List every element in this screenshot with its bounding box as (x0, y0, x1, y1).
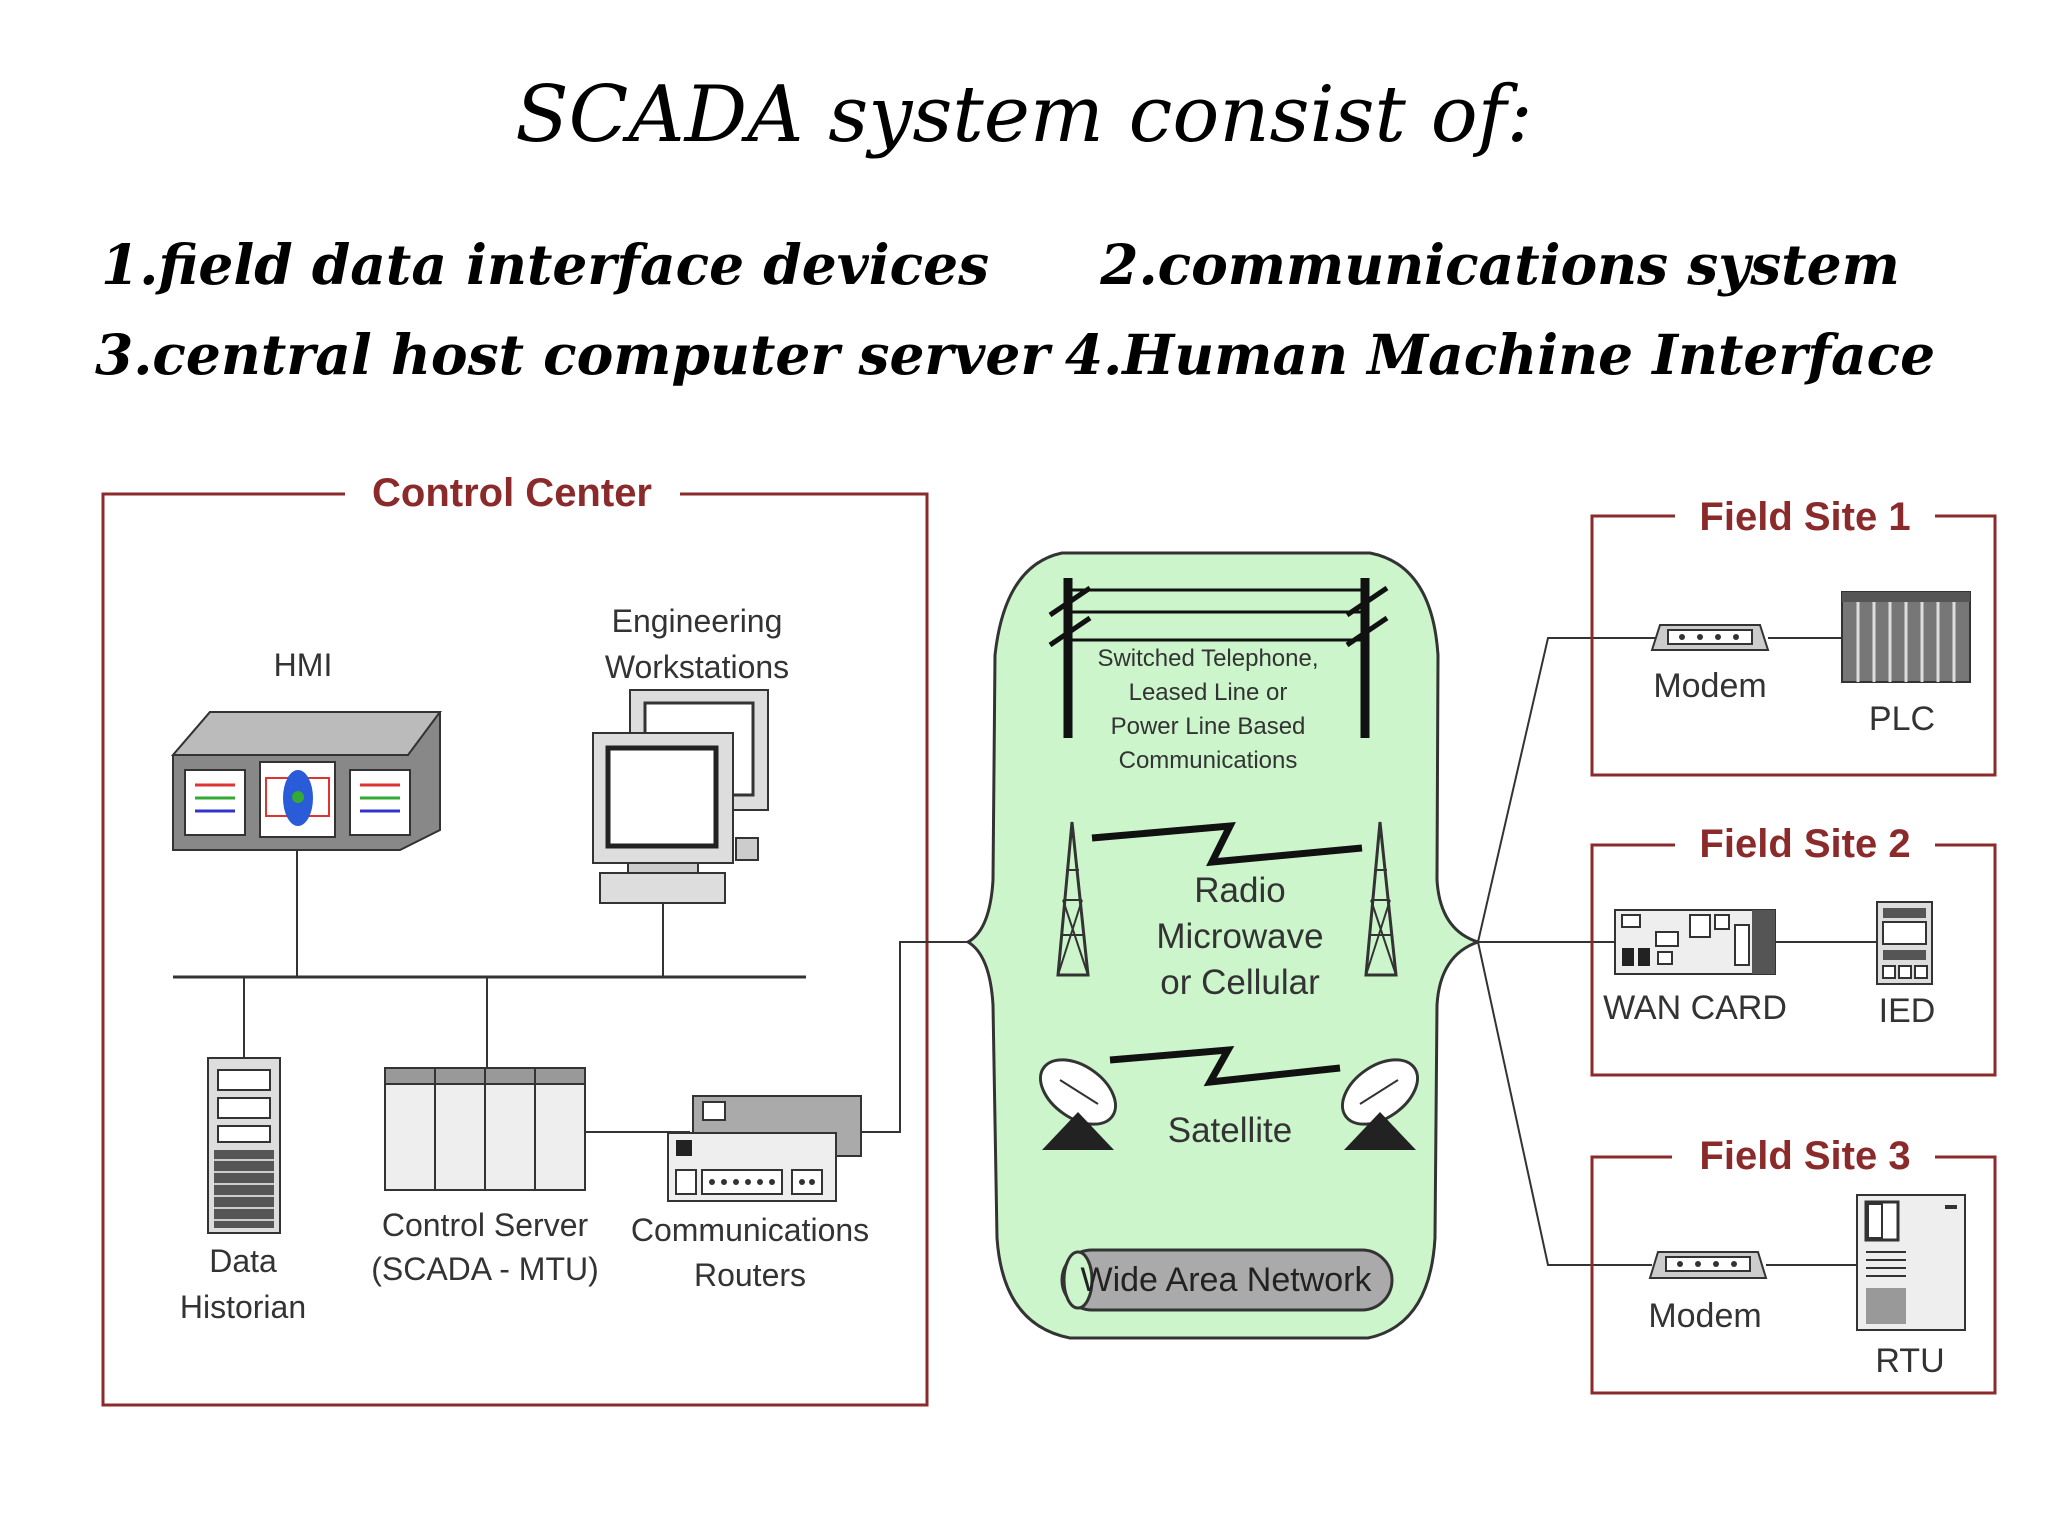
telephone-pole-icon (1048, 578, 1389, 738)
historian-label-2: Historian (180, 1289, 306, 1325)
field-site-3-title: Field Site 3 (1699, 1134, 1910, 1178)
radio-tower-icon (1056, 821, 1398, 977)
server-label-2: (SCADA - MTU) (371, 1251, 599, 1287)
field-site-2-device-2: IED (1879, 992, 1936, 1030)
control-server-icon (384, 1067, 586, 1191)
radio-link-bolt (1091, 821, 1363, 867)
server-label-1: Control Server (382, 1207, 589, 1243)
satellite-dish-icon (1039, 1058, 1419, 1150)
field-site-1-device-1: Modem (1653, 667, 1766, 705)
modem-icon (1650, 624, 1770, 651)
slide-title: SCADA system consist of: (515, 70, 1533, 160)
historian-label-1: Data (209, 1243, 277, 1279)
radio-label-1: Radio (1194, 871, 1285, 910)
wan-label: Wide Area Network (1081, 1261, 1373, 1299)
hmi-console-icon (170, 711, 442, 851)
radio-label-2: Microwave (1156, 917, 1323, 956)
rtu-icon (1856, 1194, 1966, 1331)
list-item-1: 1.field data interface devices (100, 232, 990, 297)
engineering-label-1: Engineering (612, 603, 783, 639)
router-icon (667, 1095, 862, 1202)
telephone-label-3: Power Line Based (1111, 713, 1306, 740)
list-item-4: 4.Human Machine Interface (1064, 322, 1936, 387)
ied-icon (1876, 901, 1933, 985)
field-site-3: Field Site 3 Modem RTU (1590, 1134, 1997, 1395)
field-site-3-device-2: RTU (1875, 1342, 1944, 1380)
satellite-label: Satellite (1168, 1111, 1293, 1150)
field-site-2-device-1: WAN CARD (1603, 989, 1787, 1027)
workstation-icon (592, 689, 769, 904)
telephone-label-4: Communications (1119, 747, 1298, 774)
field-site-1-title: Field Site 1 (1699, 495, 1910, 539)
telephone-label-2: Leased Line or (1129, 679, 1288, 706)
control-center: Control Center HMI (101, 471, 968, 1407)
field-site-2-title: Field Site 2 (1699, 822, 1910, 866)
field-site-2: Field Site 2 WAN CARD IED (1590, 822, 1997, 1077)
wan-cylinder (1060, 1248, 1394, 1312)
routers-label-2: Routers (694, 1257, 806, 1293)
routers-label-1: Communications (631, 1212, 869, 1248)
wide-area-network: Switched Telephone, Leased Line or Power… (964, 551, 1483, 1340)
engineering-label-2: Workstations (605, 649, 789, 685)
list-item-2: 2.communications system (1100, 232, 1900, 297)
satellite-link-bolt (1109, 1045, 1341, 1087)
field-site-3-device-1: Modem (1648, 1297, 1761, 1335)
data-historian-icon (207, 1057, 281, 1234)
radio-label-3: or Cellular (1160, 963, 1320, 1002)
control-center-title: Control Center (372, 471, 652, 515)
telephone-label-1: Switched Telephone, (1097, 645, 1318, 672)
list-item-3: 3.central host computer server (95, 322, 1050, 387)
field-site-1-device-2: PLC (1869, 700, 1935, 738)
wan-card-icon (1614, 909, 1776, 975)
plc-icon (1841, 591, 1971, 683)
field-site-1: Field Site 1 Modem PLC (1590, 495, 1997, 777)
modem-icon (1648, 1251, 1768, 1279)
hmi-label: HMI (274, 647, 333, 683)
